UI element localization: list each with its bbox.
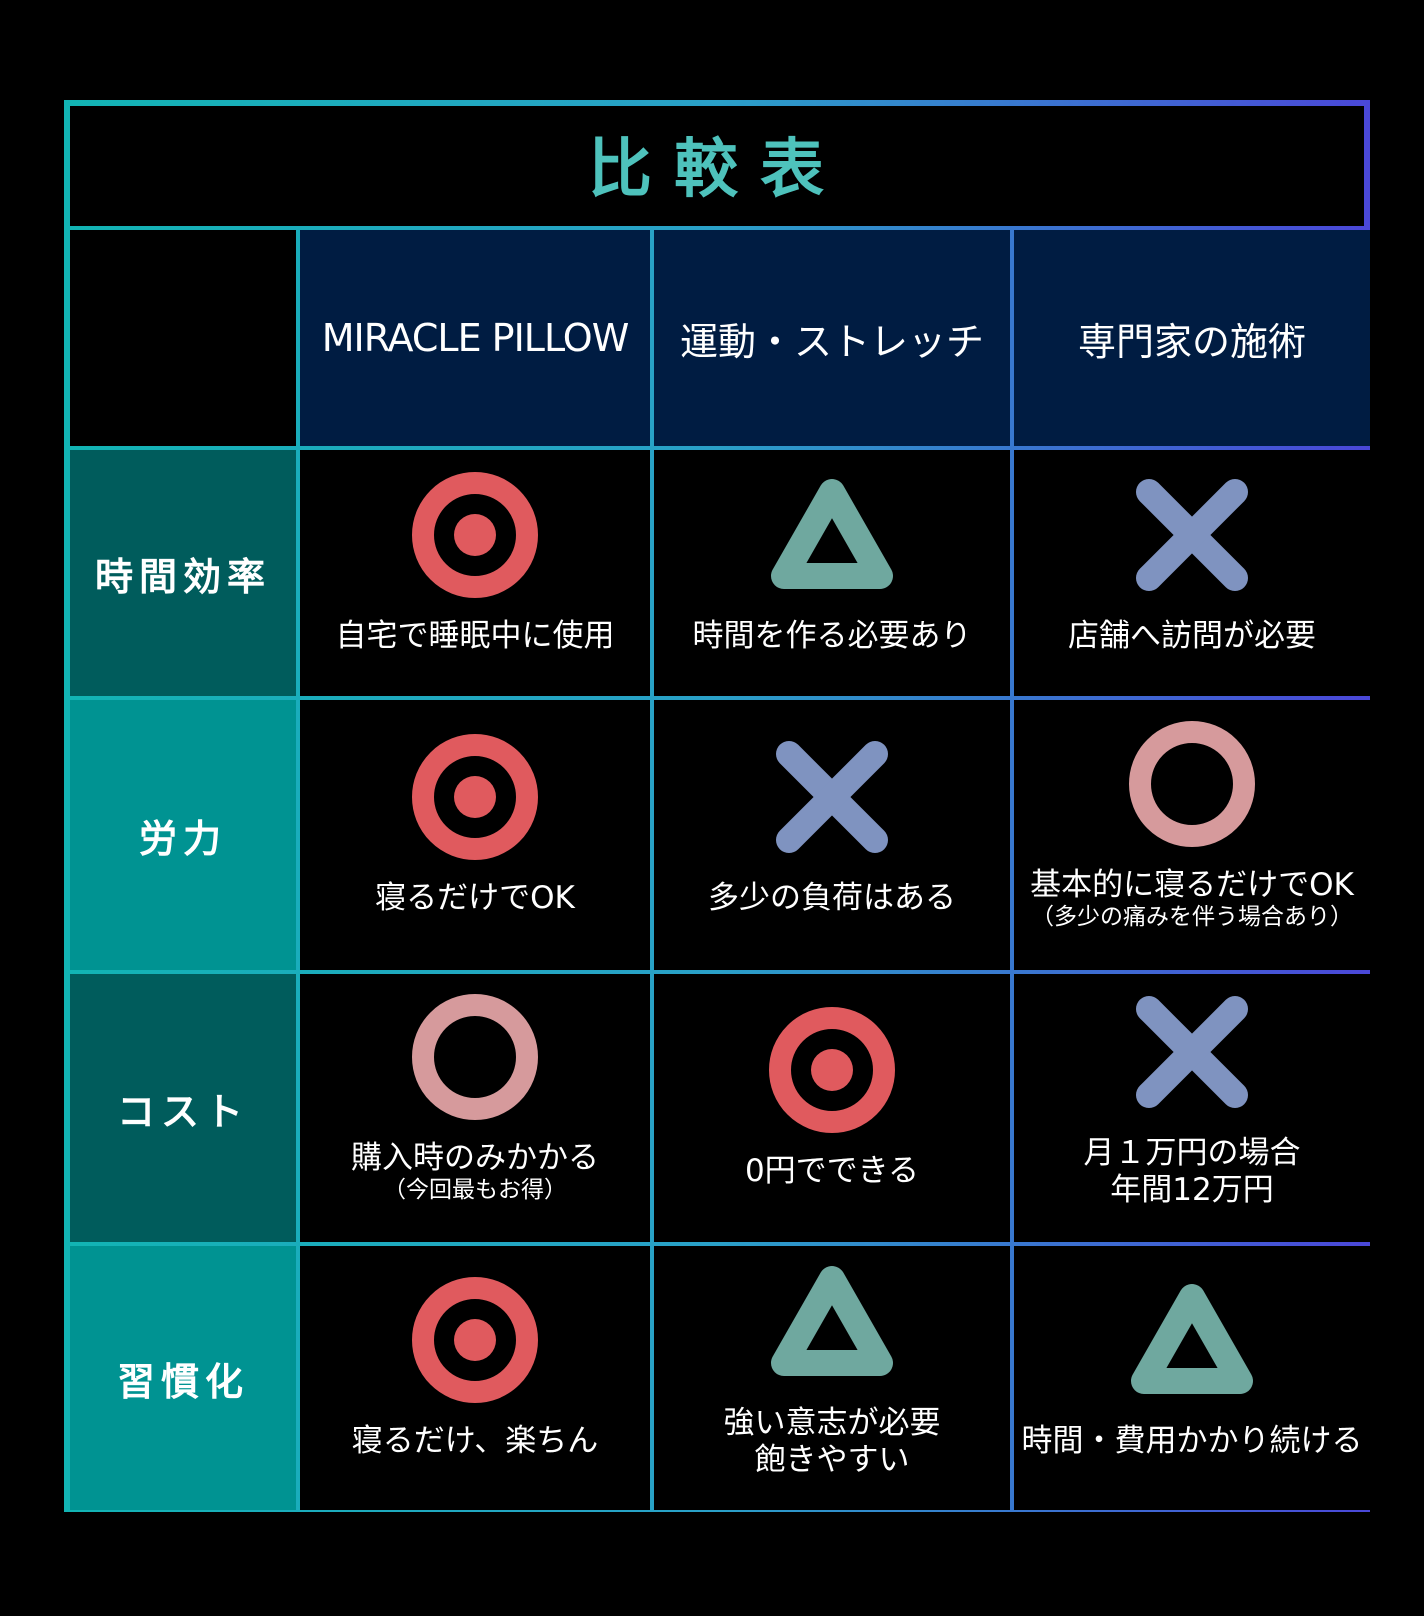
header-corner xyxy=(70,230,296,446)
double-circle-icon xyxy=(767,1007,897,1139)
table-cell: 多少の負荷はある xyxy=(654,700,1010,970)
cell-main-text: 店舗へ訪問が必要 xyxy=(1068,618,1316,655)
triangle-icon xyxy=(767,479,897,604)
cell-main-text: 月１万円の場合 xyxy=(1083,1134,1301,1171)
cell-text: 0円でできる xyxy=(745,1153,919,1190)
cell-main-text: 購入時のみかかる xyxy=(351,1139,599,1176)
cell-text: 時間・費用かかり続ける xyxy=(1022,1423,1363,1460)
cell-text: 寝るだけでOK xyxy=(375,880,575,917)
table-cell: 時間を作る必要あり xyxy=(654,450,1010,696)
circle-icon xyxy=(410,993,540,1126)
row-label: 習慣化 xyxy=(70,1246,296,1510)
cell-sub-text: （多少の痛みを伴う場合あり） xyxy=(1030,903,1353,930)
cell-text: 基本的に寝るだけでOK（多少の痛みを伴う場合あり） xyxy=(1030,867,1354,932)
cell-main-text: 寝るだけでOK xyxy=(375,880,575,917)
table-cell: 月１万円の場合年間12万円 xyxy=(1014,974,1370,1242)
cross-icon xyxy=(767,741,897,866)
table-cell: 0円でできる xyxy=(654,974,1010,1242)
double-circle-icon xyxy=(410,734,540,866)
cell-main-text: 多少の負荷はある xyxy=(708,880,956,917)
table-cell: 購入時のみかかる（今回最もお得） xyxy=(300,974,650,1242)
cell-text: 店舗へ訪問が必要 xyxy=(1068,618,1316,655)
triangle-icon xyxy=(1127,1284,1257,1409)
triangle-icon xyxy=(767,1265,897,1391)
cell-sub-text: 年間12万円 xyxy=(1110,1172,1274,1208)
cell-text: 自宅で睡眠中に使用 xyxy=(336,618,615,655)
column-header: 運動・ストレッチ xyxy=(654,230,1010,446)
table-cell: 強い意志が必要飽きやすい xyxy=(654,1246,1010,1510)
circle-icon xyxy=(1127,720,1257,853)
cell-text: 時間を作る必要あり xyxy=(693,618,972,655)
table-cell: 基本的に寝るだけでOK（多少の痛みを伴う場合あり） xyxy=(1014,700,1370,970)
column-header: MIRACLE PILLOW xyxy=(300,230,650,446)
cell-sub-text: （今回最もお得） xyxy=(383,1176,567,1203)
cell-text: 強い意志が必要飽きやすい xyxy=(724,1405,941,1479)
table-cell: 寝るだけでOK xyxy=(300,700,650,970)
cell-main-text: 強い意志が必要 xyxy=(723,1404,941,1441)
cross-icon xyxy=(1127,479,1257,604)
double-circle-icon xyxy=(410,472,540,604)
table-cell: 時間・費用かかり続ける xyxy=(1014,1246,1370,1510)
table-cell: 店舗へ訪問が必要 xyxy=(1014,450,1370,696)
cell-main-text: 基本的に寝るだけでOK xyxy=(1030,866,1354,903)
cell-main-text: 時間・費用かかり続ける xyxy=(1021,1423,1363,1460)
row-label: 労力 xyxy=(70,700,296,970)
cell-main-text: 寝るだけ、楽ちん xyxy=(351,1423,599,1460)
cell-text: 多少の負荷はある xyxy=(708,880,956,917)
cell-main-text: 自宅で睡眠中に使用 xyxy=(335,618,615,655)
table-cell: 自宅で睡眠中に使用 xyxy=(300,450,650,696)
cell-main-text: 時間を作る必要あり xyxy=(692,618,972,655)
table-cell: 寝るだけ、楽ちん xyxy=(300,1246,650,1510)
cell-sub-text: 飽きやすい xyxy=(754,1442,910,1478)
column-header: 専門家の施術 xyxy=(1014,230,1370,446)
page-title: 比較表 xyxy=(588,133,846,207)
cell-text: 購入時のみかかる（今回最もお得） xyxy=(351,1140,599,1205)
double-circle-icon xyxy=(410,1277,540,1409)
cell-main-text: 0円でできる xyxy=(744,1153,920,1190)
cell-text: 月１万円の場合年間12万円 xyxy=(1084,1135,1301,1209)
cell-text: 寝るだけ、楽ちん xyxy=(352,1423,598,1460)
row-label: 時間効率 xyxy=(70,450,296,696)
row-label: コスト xyxy=(70,974,296,1242)
cross-icon xyxy=(1127,995,1257,1121)
